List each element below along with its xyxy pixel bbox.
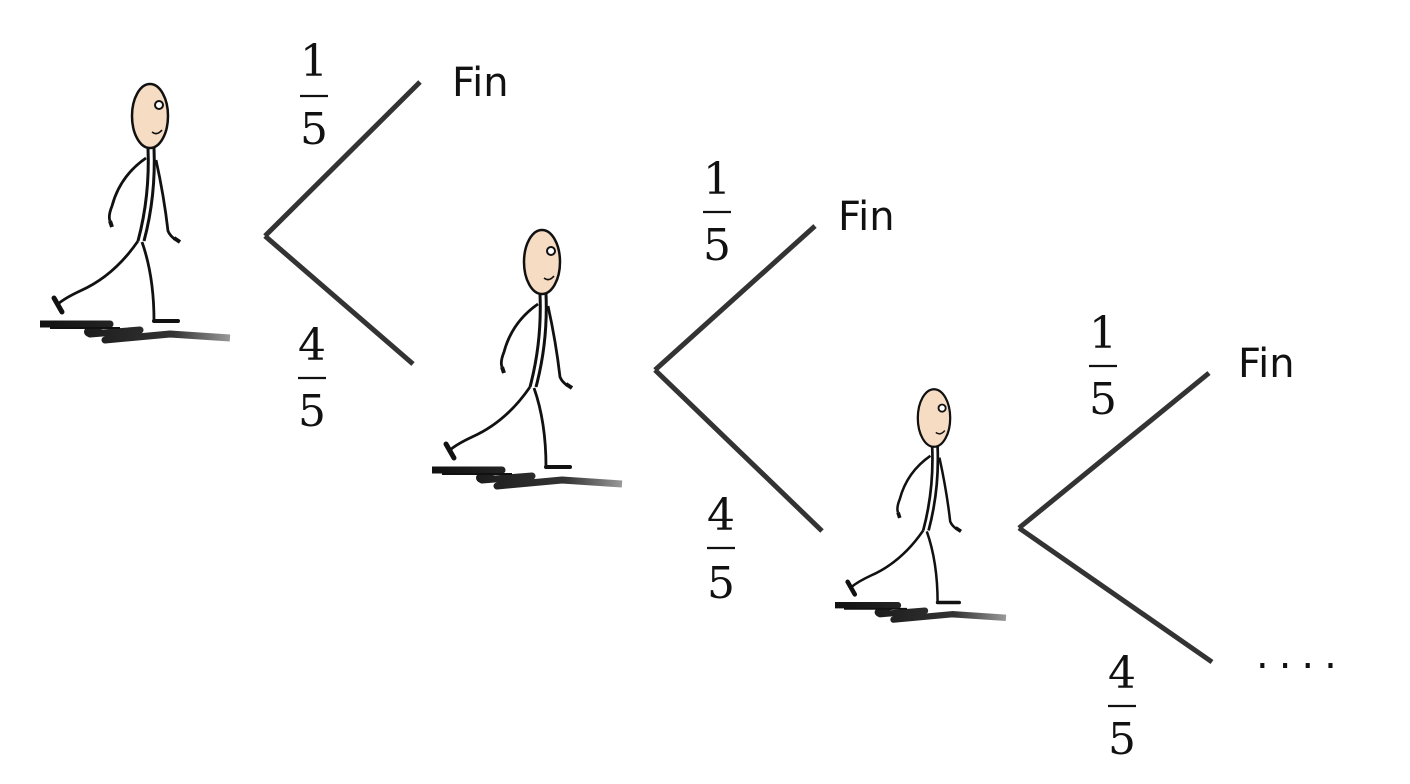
outcome-label-fin-3: Fin bbox=[1238, 341, 1295, 387]
denominator: 5 bbox=[1108, 714, 1136, 765]
branch-up-2 bbox=[653, 224, 817, 372]
outcome-label-fin-1: Fin bbox=[452, 60, 509, 106]
branch-up-1 bbox=[263, 80, 422, 238]
denominator: 5 bbox=[703, 220, 731, 271]
fraction-down-1: 4 5 bbox=[298, 320, 326, 437]
fraction-up-2: 1 5 bbox=[703, 154, 731, 271]
numerator: 4 bbox=[298, 320, 326, 371]
branch-down-3 bbox=[1017, 525, 1214, 665]
outcome-label-fin-2: Fin bbox=[838, 194, 895, 240]
fraction-up-1: 1 5 bbox=[300, 36, 328, 155]
branch-down-2 bbox=[653, 368, 824, 533]
denominator: 5 bbox=[298, 386, 326, 437]
numerator: 1 bbox=[300, 36, 328, 87]
continuation-ellipsis: .... bbox=[1256, 632, 1347, 678]
numerator: 4 bbox=[1108, 648, 1136, 699]
denominator: 5 bbox=[300, 104, 328, 155]
fraction-up-3: 1 5 bbox=[1089, 308, 1117, 425]
denominator: 5 bbox=[1089, 374, 1117, 425]
numerator: 1 bbox=[703, 154, 731, 205]
tree-level-1: Fin 1 5 4 5 bbox=[263, 36, 509, 437]
denominator: 5 bbox=[707, 558, 735, 609]
numerator: 1 bbox=[1089, 308, 1117, 359]
branch-up-3 bbox=[1017, 371, 1211, 530]
numerator: 4 bbox=[707, 490, 735, 541]
branch-down-1 bbox=[263, 234, 415, 366]
walker-figure-3 bbox=[835, 389, 1006, 619]
fraction-down-2: 4 5 bbox=[707, 490, 735, 609]
walker-figure-1 bbox=[40, 84, 230, 340]
tree-level-2: Fin 1 5 4 5 bbox=[653, 154, 895, 609]
fraction-down-3: 4 5 bbox=[1108, 648, 1136, 765]
tree-level-3: Fin 1 5 4 5 bbox=[1017, 308, 1295, 765]
walker-figure-2 bbox=[432, 230, 622, 486]
